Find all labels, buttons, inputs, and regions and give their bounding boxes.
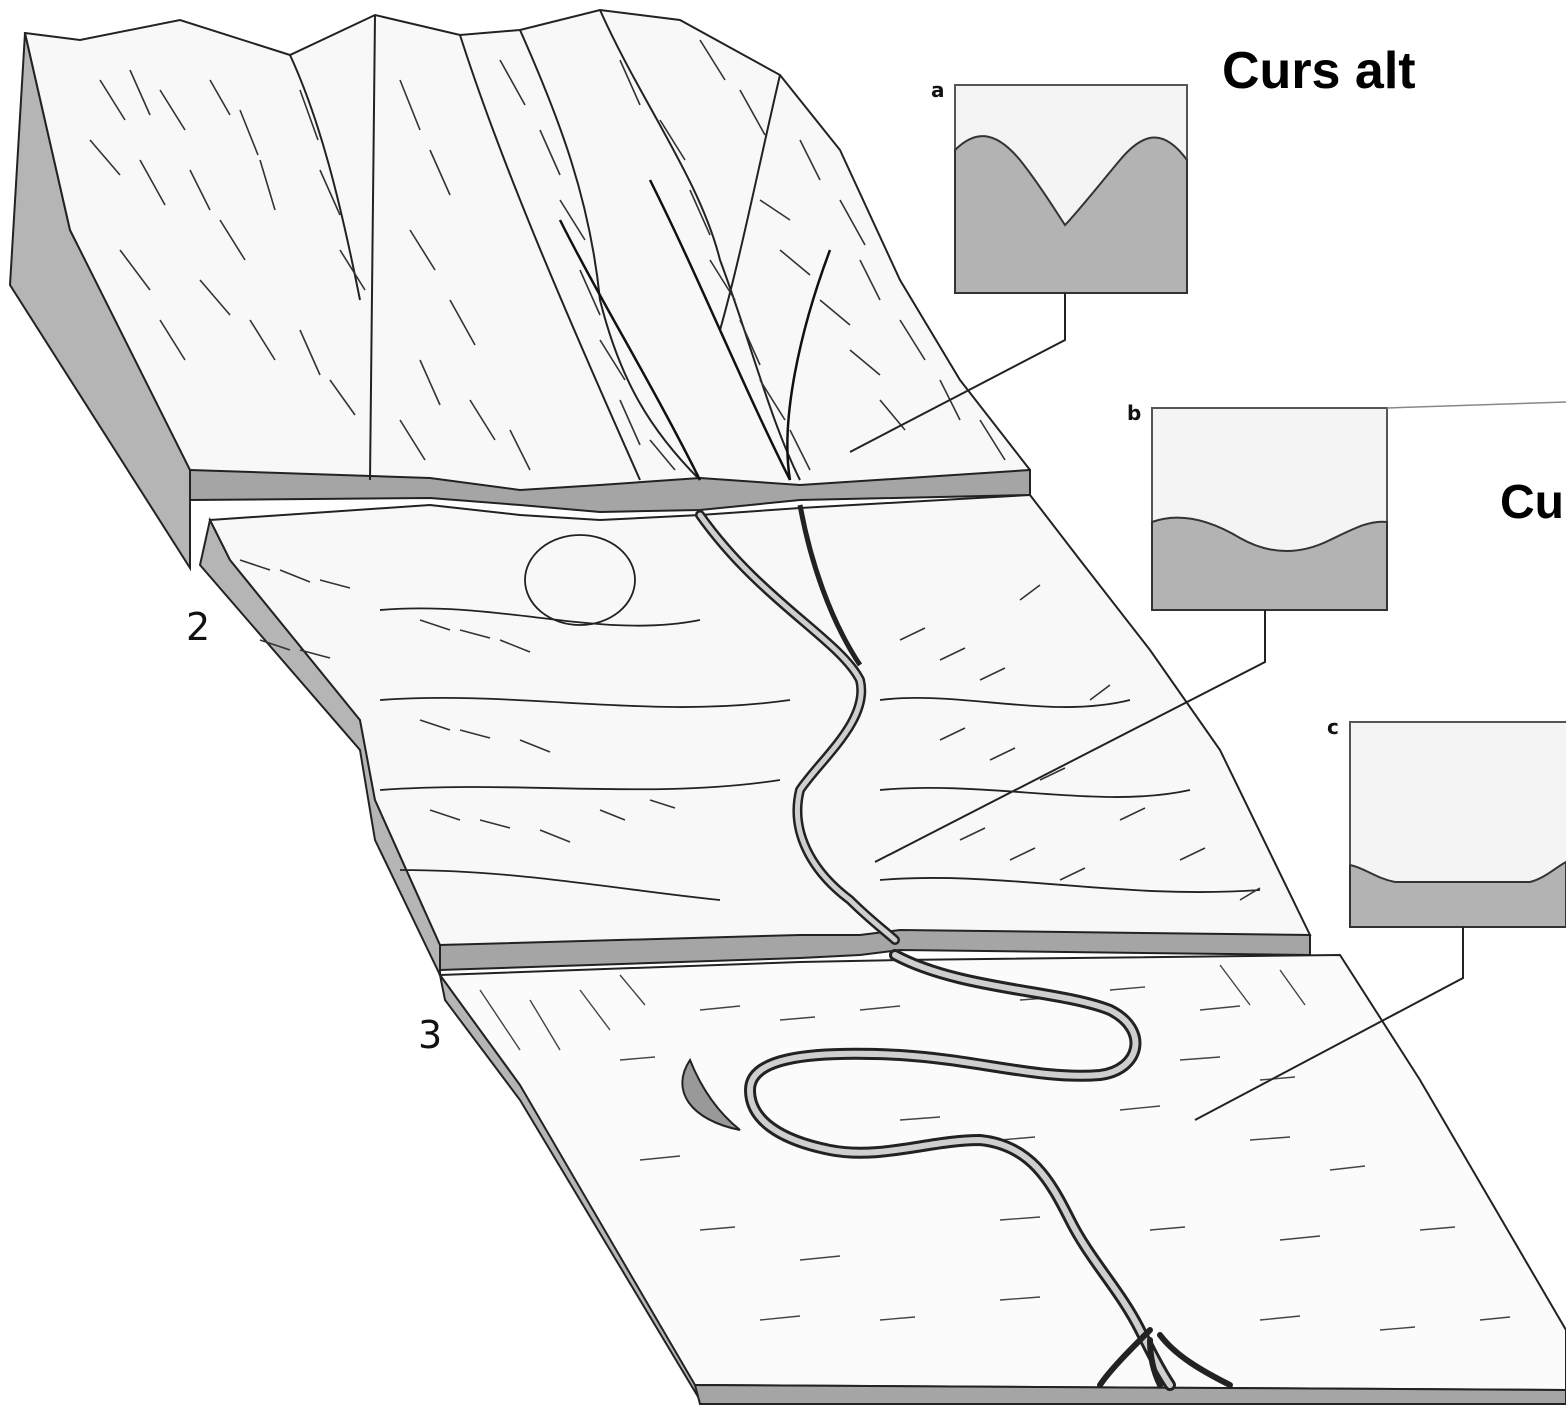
lower-course-block: [440, 955, 1566, 1404]
middle-course-title-partial: Cu: [1500, 476, 1564, 529]
block1-top-surface: [25, 10, 1030, 500]
upper-course-block: [10, 10, 1030, 568]
block-number-3: 3: [418, 1013, 442, 1057]
profile-b-top-extension: [1387, 402, 1566, 408]
profile-c-letter: c: [1327, 715, 1339, 739]
profile-b-letter: b: [1127, 401, 1141, 425]
block3-top-surface: [440, 955, 1566, 1390]
upper-course-title: Curs alt: [1222, 42, 1416, 100]
block2-top-surface: [210, 495, 1310, 945]
profile-a-letter: a: [931, 78, 945, 102]
block-number-2: 2: [186, 605, 210, 649]
middle-course-block: [200, 495, 1310, 975]
